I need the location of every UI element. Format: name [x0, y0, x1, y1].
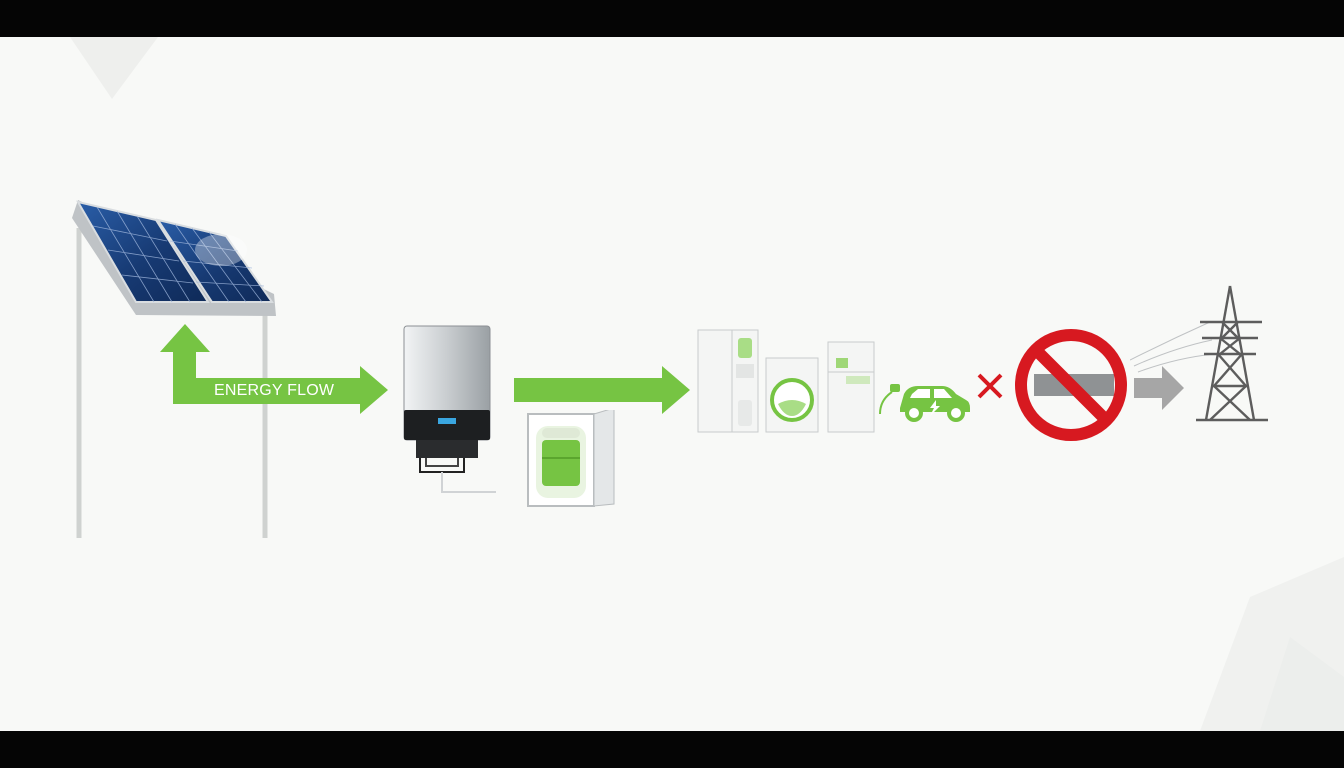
- grid-flow-arrow: [1134, 364, 1186, 412]
- home-appliances-icon: [696, 328, 878, 434]
- energy-flow-arrow: [158, 322, 390, 416]
- power-tower-icon: [1130, 282, 1280, 424]
- electric-car-icon: [878, 370, 972, 422]
- solar-panel-icon: [66, 198, 280, 543]
- letterbox-top: [0, 0, 1344, 37]
- energy-flow-label: ENERGY FLOW: [214, 382, 335, 399]
- load-flow-arrow: [514, 364, 692, 416]
- inverter-icon: [398, 322, 496, 497]
- blocked-x-icon: [976, 372, 1004, 400]
- no-entry-icon: [1012, 326, 1130, 444]
- background-decoration: [70, 37, 1344, 731]
- letterbox-bottom: [0, 731, 1344, 768]
- battery-cabinet-icon: [524, 410, 620, 510]
